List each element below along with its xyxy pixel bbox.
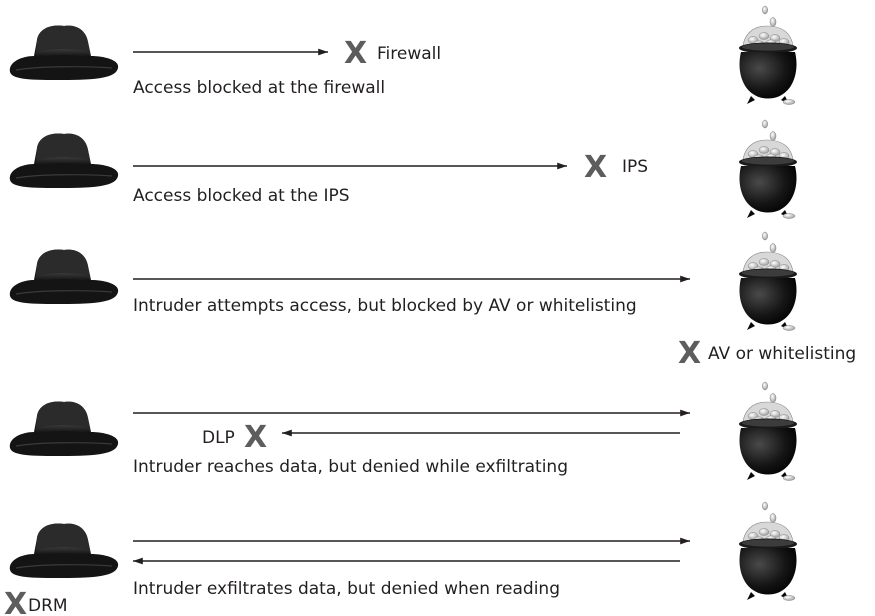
intruder-hat-icon bbox=[9, 24, 119, 81]
x-mark-icon: X bbox=[344, 36, 367, 71]
x-mark-icon: X bbox=[678, 336, 701, 371]
scenario-caption: Intruder attempts access, but blocked by… bbox=[133, 296, 637, 316]
x-mark-icon: X bbox=[584, 150, 607, 185]
scenario-row-av-whitelisting: Intruder attempts access, but blocked by… bbox=[9, 231, 856, 371]
control-label-ips: IPS bbox=[622, 157, 648, 177]
scenario-caption: Access blocked at the IPS bbox=[133, 186, 350, 206]
pot-of-gold-icon bbox=[738, 119, 798, 219]
intruder-hat-icon bbox=[9, 400, 119, 457]
control-label-drm: DRM bbox=[28, 596, 68, 616]
control-label-firewall: Firewall bbox=[377, 44, 441, 64]
scenario-row-ips: X IPS Access blocked at the IPS bbox=[9, 119, 798, 219]
scenario-row-dlp: DLP X Intruder reaches data, but denied … bbox=[9, 381, 798, 481]
control-label-av-whitelisting: AV or whitelisting bbox=[708, 344, 856, 364]
pot-of-gold-icon bbox=[738, 5, 798, 105]
scenario-row-firewall: X Firewall Access blocked at the firewal… bbox=[9, 5, 798, 105]
x-mark-icon: X bbox=[244, 420, 267, 455]
intruder-hat-icon bbox=[9, 132, 119, 189]
scenario-caption: Access blocked at the firewall bbox=[133, 78, 385, 98]
pot-of-gold-icon bbox=[738, 501, 798, 601]
pot-of-gold-icon bbox=[738, 231, 798, 331]
control-label-dlp: DLP bbox=[202, 428, 235, 448]
intruder-hat-icon bbox=[9, 248, 119, 305]
scenario-row-drm: Intruder exfiltrates data, but denied wh… bbox=[4, 501, 798, 616]
scenario-caption: Intruder reaches data, but denied while … bbox=[133, 457, 568, 477]
scenario-caption: Intruder exfiltrates data, but denied wh… bbox=[133, 579, 560, 599]
x-mark-icon: X bbox=[4, 587, 27, 616]
pot-of-gold-icon bbox=[738, 381, 798, 481]
intruder-hat-icon bbox=[9, 522, 119, 579]
